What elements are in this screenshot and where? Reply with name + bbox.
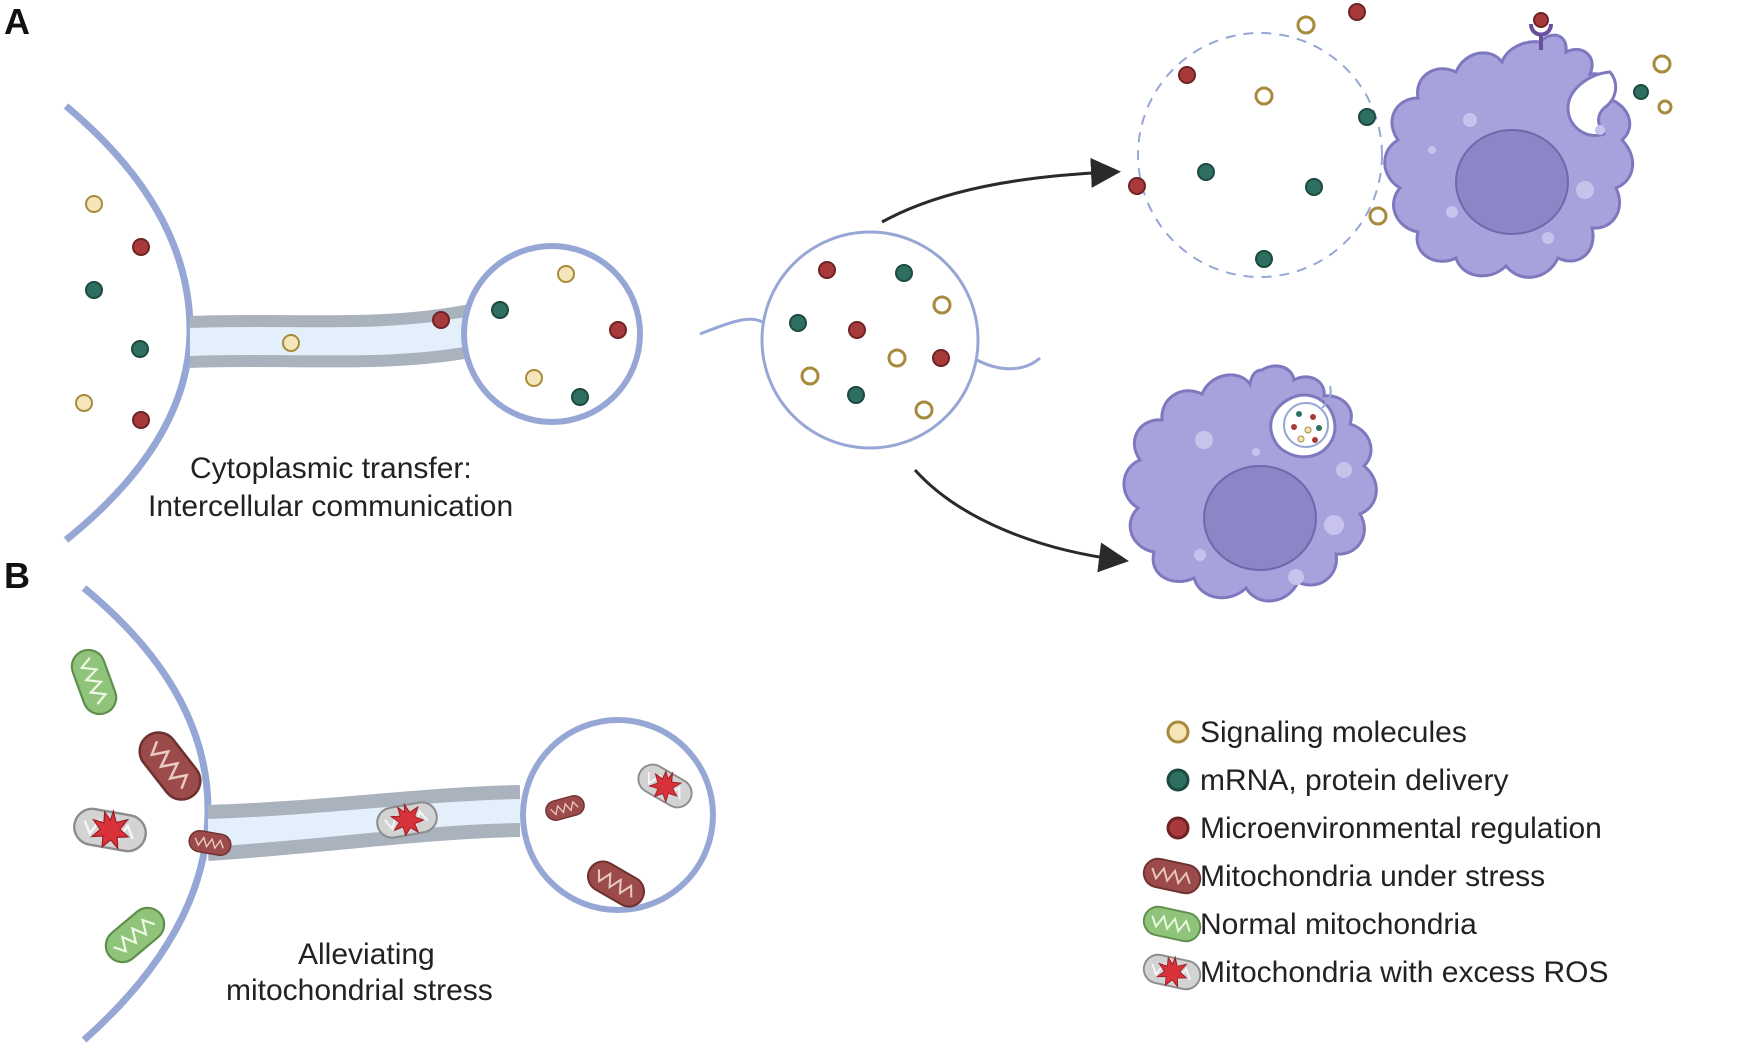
micro-legend-icon — [1166, 816, 1190, 840]
ruptured-vesicle — [1128, 3, 1388, 278]
legend-label-normal: Normal mitochondria — [1200, 908, 1477, 941]
normal-mitochondrion-icon — [1140, 903, 1204, 945]
mrna-molecule — [571, 388, 589, 406]
caption-a-line1: Cytoplasmic transfer: — [190, 452, 472, 485]
signaling-molecule — [557, 265, 575, 283]
micro-molecule — [432, 311, 450, 329]
recipient-cell-b — [520, 717, 716, 913]
panel-a-label: A — [4, 1, 30, 42]
legend: Signaling molecules mRNA, protein delive… — [1140, 716, 1609, 993]
legend-label-signaling: Signaling molecules — [1200, 716, 1467, 749]
caption-b-line2: mitochondrial stress — [226, 974, 493, 1007]
mrna-molecule — [85, 281, 103, 299]
stressed-mitochondrion-icon — [1140, 855, 1204, 897]
legend-label-stress: Mitochondria under stress — [1200, 860, 1545, 893]
legend-item-stress: Mitochondria under stress — [1140, 855, 1545, 897]
receptor-icon — [1529, 12, 1553, 50]
arrow-to-endocytosis — [913, 468, 1129, 573]
signaling-molecule — [525, 369, 543, 387]
legend-item-mrna: mRNA, protein delivery — [1166, 764, 1508, 797]
recipient-cell-a — [461, 243, 643, 425]
extracellular-vesicle — [699, 230, 1041, 450]
normal-mitochondrion — [66, 644, 122, 720]
caption-b-line1: Alleviating — [298, 938, 435, 971]
legend-item-ros: Mitochondria with excess ROS — [1140, 950, 1609, 993]
micro-molecule — [132, 238, 150, 256]
mrna-molecule — [491, 301, 509, 319]
legend-label-mrna: mRNA, protein delivery — [1200, 764, 1508, 797]
ros-mitochondrion-icon — [1140, 950, 1204, 993]
mrna-legend-icon — [1166, 768, 1190, 792]
arrow-to-released-cargo — [881, 157, 1121, 224]
donor-cell-membrane-a — [63, 103, 194, 543]
micro-molecule — [609, 321, 627, 339]
signaling-molecule — [282, 334, 300, 352]
tunneling-nanotube-b — [207, 785, 521, 861]
ros-mitochondrion — [70, 803, 150, 856]
tunneling-nanotube-a — [189, 304, 472, 368]
signaling-molecule — [75, 394, 93, 412]
recipient-macrophage-bottom — [1122, 364, 1378, 603]
legend-item-signaling: Signaling molecules — [1166, 716, 1467, 749]
legend-label-micro: Microenvironmental regulation — [1200, 812, 1602, 845]
recipient-macrophage-top — [1383, 12, 1673, 279]
micro-molecule — [132, 411, 150, 429]
caption-a-line2: Intercellular communication — [148, 490, 513, 523]
signaling-molecule — [85, 195, 103, 213]
panel-b-label: B — [4, 555, 30, 596]
legend-item-normal: Normal mitochondria — [1140, 903, 1477, 945]
legend-label-ros: Mitochondria with excess ROS — [1200, 956, 1609, 989]
mrna-molecule — [131, 340, 149, 358]
signaling-legend-icon — [1166, 720, 1190, 744]
legend-item-micro: Microenvironmental regulation — [1166, 812, 1602, 845]
